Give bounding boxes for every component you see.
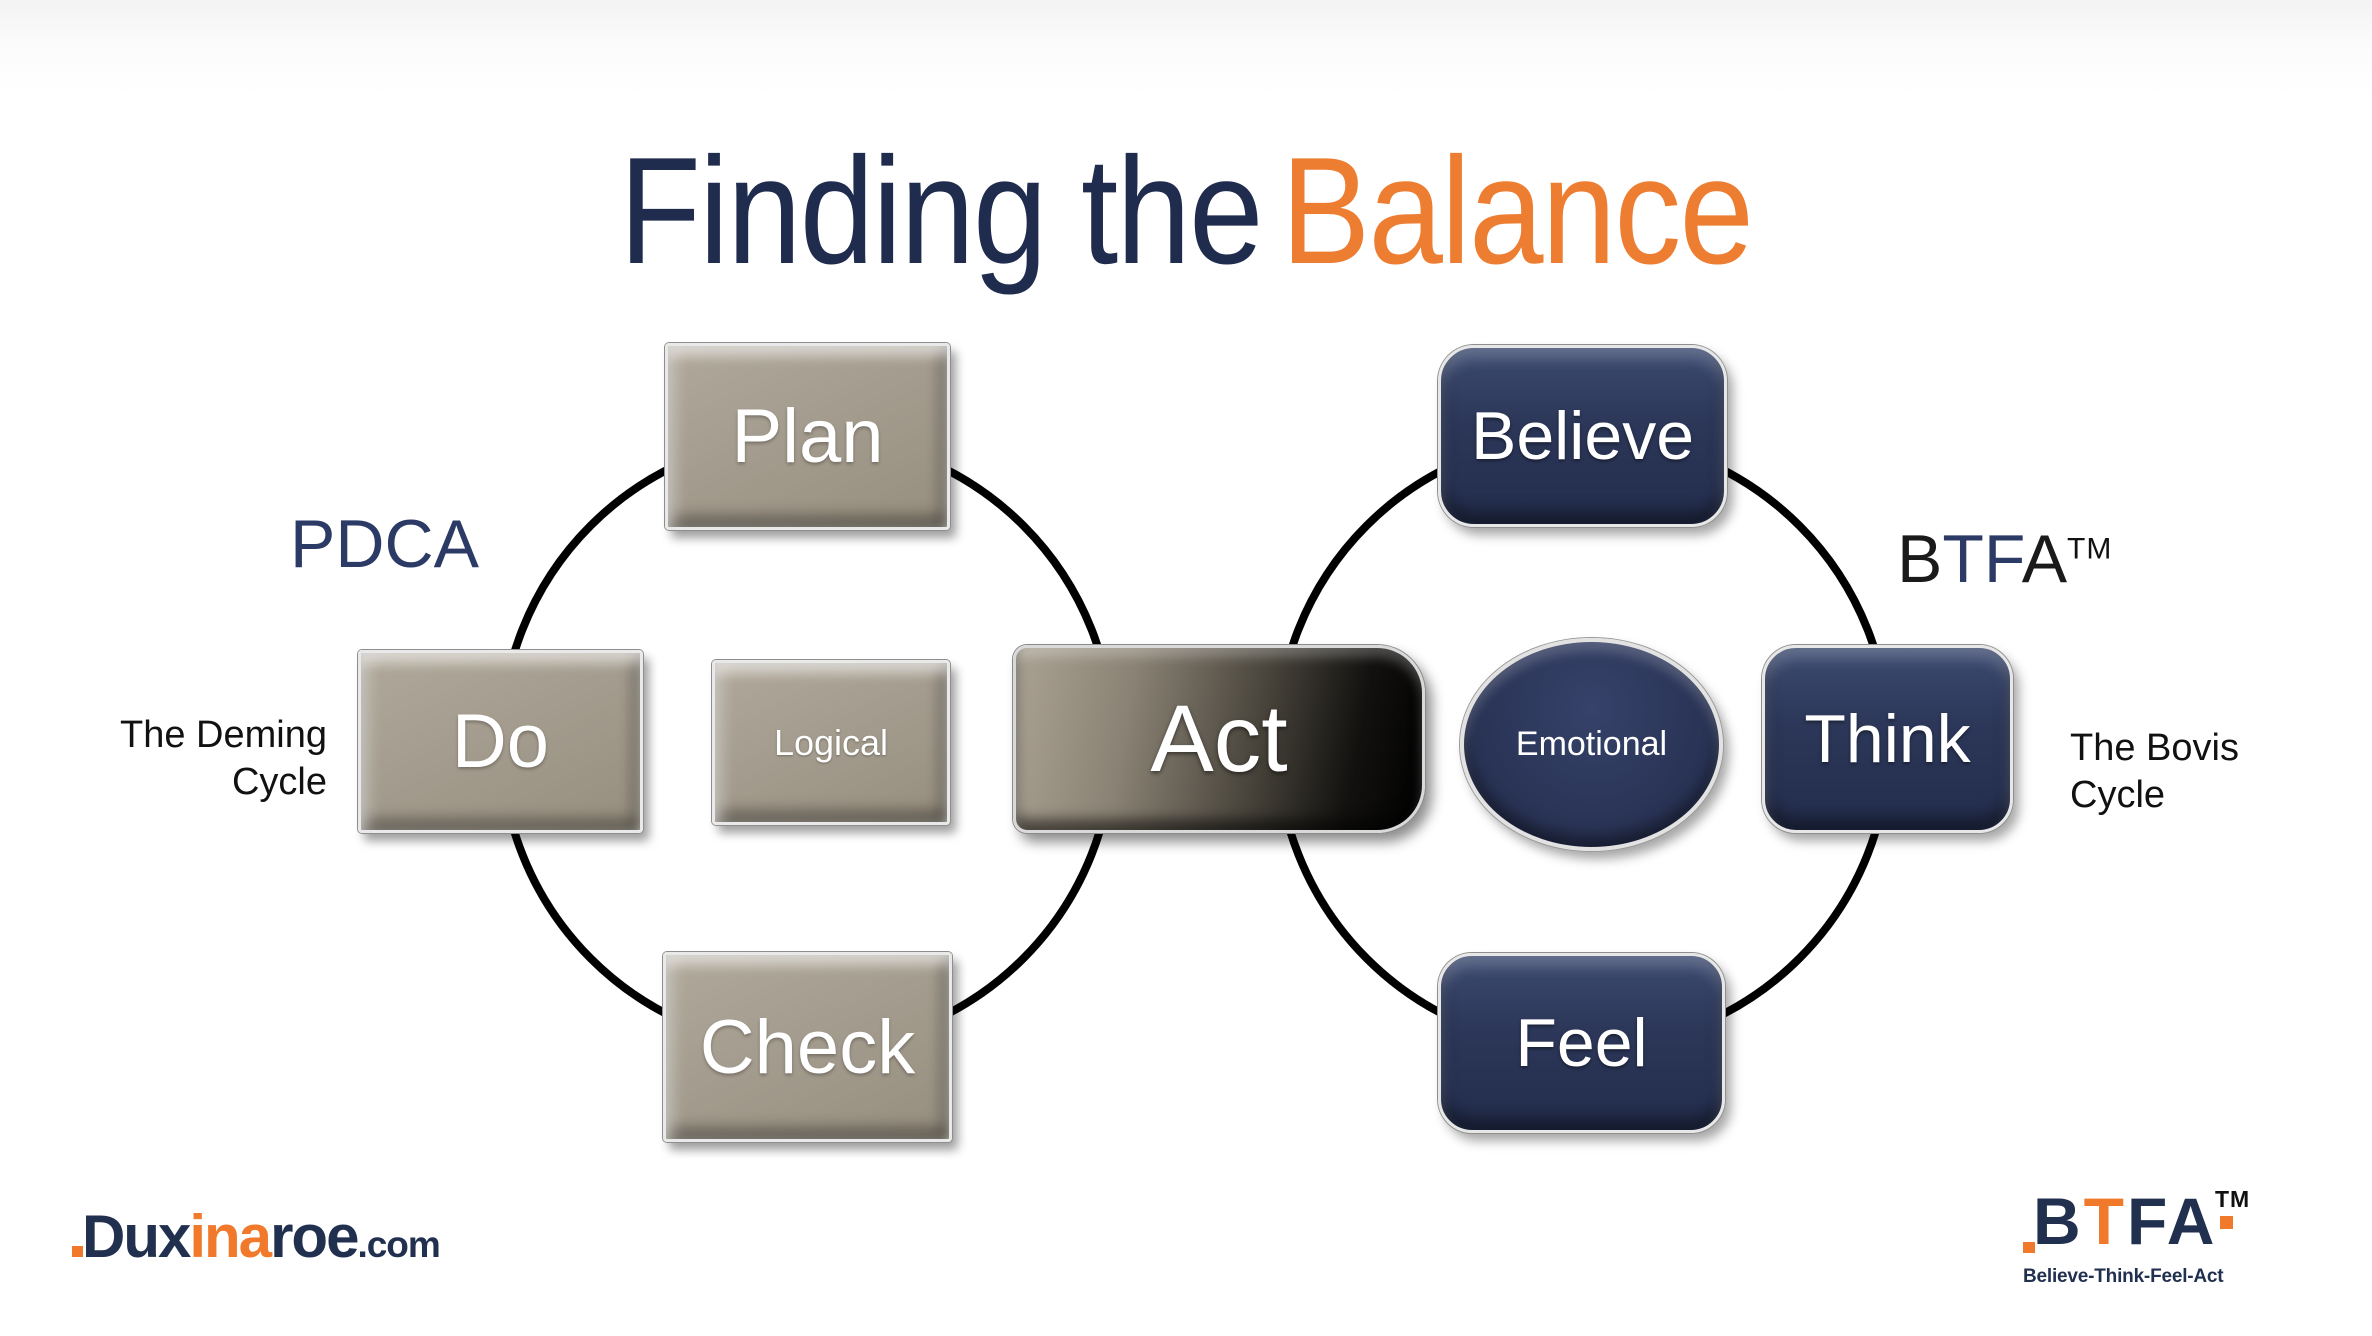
node-act-label: Act bbox=[1150, 685, 1288, 792]
duxinaroe-logo: Duxinaroe.com bbox=[70, 1202, 441, 1271]
duxinaroe-seg2: ina bbox=[189, 1203, 272, 1270]
btfa-label-a: A bbox=[2021, 521, 2068, 597]
slide-top-shading bbox=[0, 0, 2372, 95]
btfa-logo-t: T bbox=[2083, 1184, 2127, 1258]
btfa-label: BTFATM bbox=[1897, 520, 2112, 598]
node-think: Think bbox=[1762, 645, 2013, 833]
btfa-logo-square-left-icon bbox=[2023, 1242, 2035, 1253]
node-believe: Believe bbox=[1438, 345, 1727, 527]
node-emotional-label: Emotional bbox=[1515, 725, 1668, 763]
btfa-logo-f: F bbox=[2127, 1184, 2167, 1258]
title-part-1: Finding the bbox=[619, 125, 1264, 296]
node-feel: Feel bbox=[1438, 953, 1725, 1133]
node-do-label: Do bbox=[451, 699, 550, 784]
btfa-logo-b: B bbox=[2033, 1184, 2084, 1258]
node-act: Act bbox=[1013, 645, 1425, 833]
node-check-label: Check bbox=[699, 1004, 916, 1090]
deming-cycle-line2: Cycle bbox=[231, 761, 327, 804]
deming-cycle-label: The Deming Cycle bbox=[100, 712, 327, 806]
btfa-label-tm: TM bbox=[2067, 532, 2113, 566]
node-feel-label: Feel bbox=[1515, 1005, 1648, 1081]
node-think-label: Think bbox=[1804, 701, 1971, 777]
btfa-logo-square-right-icon bbox=[2220, 1216, 2233, 1229]
node-plan-label: Plan bbox=[731, 394, 884, 479]
btfa-logo: TM BTFA Believe-Think-Feel-Act bbox=[2023, 1186, 2249, 1288]
bovis-cycle-label: The Bovis Cycle bbox=[2070, 725, 2300, 819]
node-plan: Plan bbox=[665, 343, 950, 530]
btfa-logo-tm: TM bbox=[2215, 1186, 2251, 1212]
btfa-label-tf: TF bbox=[1942, 521, 2022, 597]
bovis-cycle-line1: The Bovis bbox=[2070, 727, 2239, 769]
title-part-2: Balance bbox=[1281, 125, 1754, 296]
node-do: Do bbox=[358, 650, 643, 833]
node-logical: Logical bbox=[712, 660, 950, 825]
duxinaroe-seg1: Dux bbox=[82, 1203, 191, 1270]
duxinaroe-orange-dot-icon bbox=[72, 1246, 83, 1257]
node-believe-label: Believe bbox=[1470, 398, 1695, 474]
btfa-label-b: B bbox=[1897, 521, 1943, 597]
node-check: Check bbox=[663, 952, 952, 1142]
duxinaroe-seg4: .com bbox=[357, 1224, 440, 1265]
duxinaroe-seg3: roe bbox=[270, 1203, 359, 1270]
pdca-label: PDCA bbox=[290, 506, 479, 582]
btfa-logo-tagline: Believe-Think-Feel-Act bbox=[2023, 1266, 2224, 1287]
btfa-logo-a: A bbox=[2166, 1184, 2218, 1258]
bovis-cycle-line2: Cycle bbox=[2070, 774, 2166, 817]
node-emotional: Emotional bbox=[1460, 638, 1723, 851]
deming-cycle-line1: The Deming bbox=[120, 714, 327, 756]
node-logical-label: Logical bbox=[773, 721, 889, 763]
